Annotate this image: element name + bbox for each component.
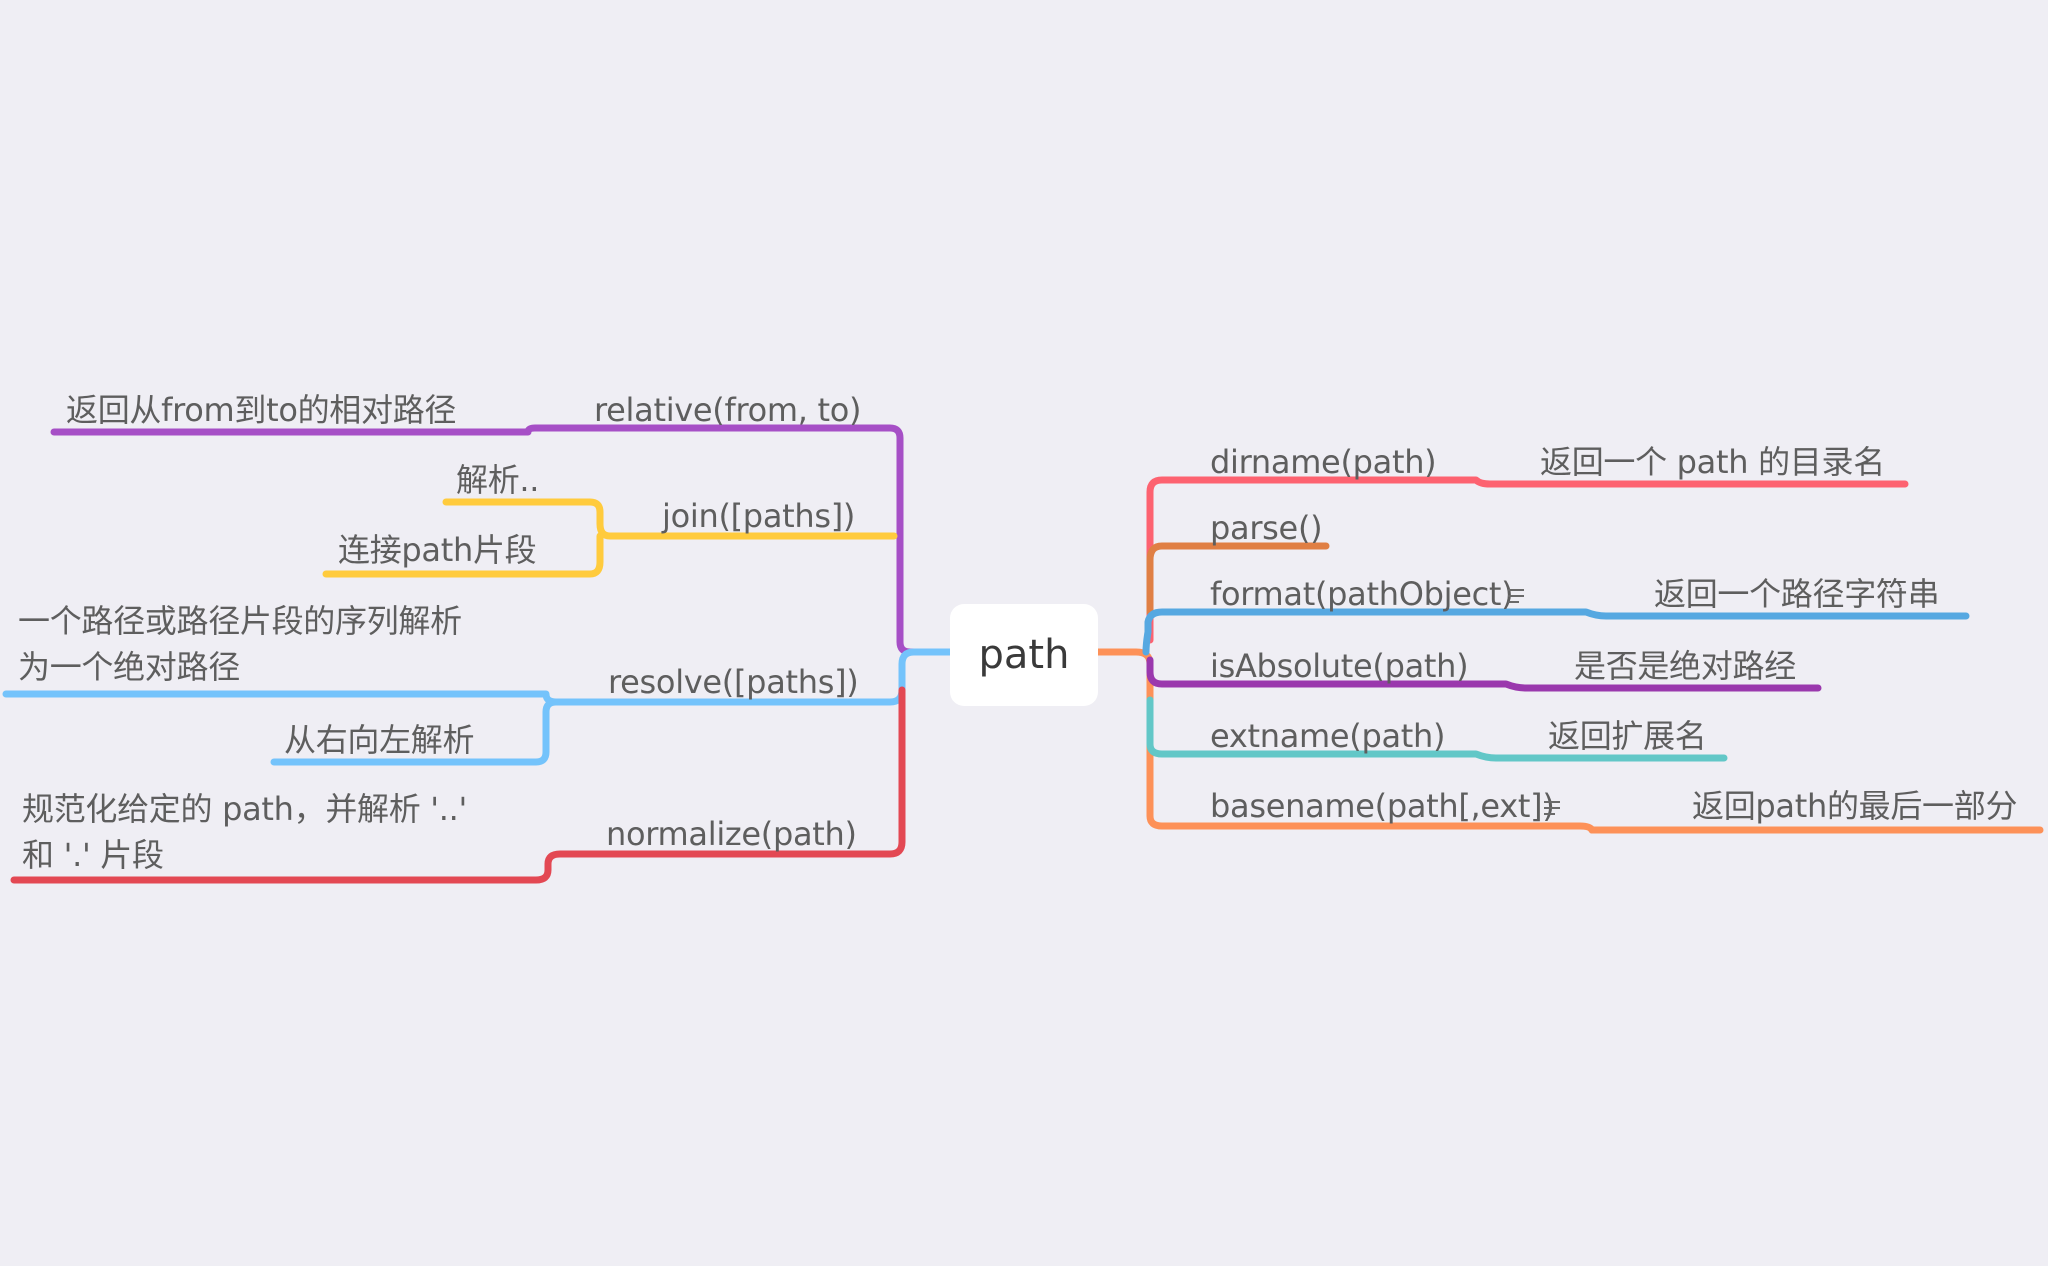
subtopic-normalize-desc[interactable]: 规范化给定的 path，并解析 '..' 和 '.' 片段 [22,790,468,874]
topic-join[interactable]: join([paths]) [662,497,856,535]
topic-basename[interactable]: basename(path[,ext]) [1210,787,1555,825]
topic-normalize[interactable]: normalize(path) [606,815,857,853]
connector-isabsolute [1146,656,1822,692]
connector-relative [50,424,954,656]
subtopic-join-connect[interactable]: 连接path片段 [338,531,537,569]
subtopic-join-parse[interactable]: 解析.. [456,461,540,499]
topic-format[interactable]: format(pathObject) [1210,575,1514,613]
subtopic-relative-desc[interactable]: 返回从from到to的相对路径 [66,391,457,429]
subtopic-extname-desc[interactable]: 返回扩展名 [1548,717,1707,755]
connector-join [442,498,898,540]
connector-parse [1146,542,1330,616]
connector-normalize [10,686,906,884]
connector-resolve-2 [270,698,560,766]
subtopic-resolve-desc[interactable]: 一个路径或路径片段的序列解析为一个绝对路径 [18,602,462,686]
subtopic-dirname-desc[interactable]: 返回一个 path 的目录名 [1540,443,1885,481]
subtopic-isabsolute-desc[interactable]: 是否是绝对路经 [1574,647,1796,685]
connector-format [1142,608,1970,656]
topic-extname[interactable]: extname(path) [1210,717,1446,755]
central-topic[interactable]: path [950,604,1098,706]
topic-relative[interactable]: relative(from, to) [594,391,862,429]
topic-isabsolute[interactable]: isAbsolute(path) [1210,647,1469,685]
topic-resolve[interactable]: resolve([paths]) [608,663,859,701]
topic-dirname[interactable]: dirname(path) [1210,443,1437,481]
connector-dirname [1146,476,1909,644]
connector-extname [1146,696,1728,762]
subtopic-format-desc[interactable]: 返回一个路径字符串 [1654,575,1940,613]
subtopic-resolve-direction[interactable]: 从右向左解析 [284,721,475,759]
subtopic-basename-desc[interactable]: 返回path的最后一部分 [1692,787,2018,825]
connector-join-2 [322,532,604,578]
topic-parse[interactable]: parse() [1210,509,1323,547]
note-icon[interactable] [1544,801,1560,815]
note-icon[interactable] [1508,589,1524,603]
